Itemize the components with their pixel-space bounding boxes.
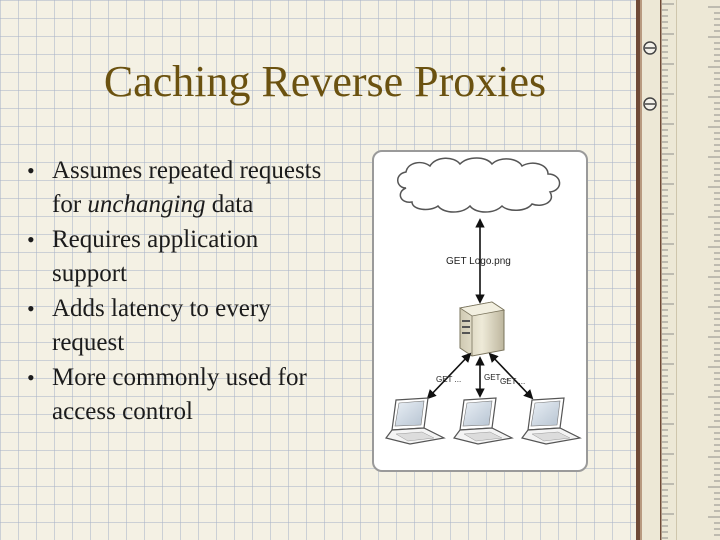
- bullet-dot: •: [27, 227, 35, 252]
- bullet-text: Requires application support: [52, 226, 259, 287]
- bullet-dot: •: [27, 365, 35, 390]
- client-request-label: GET ...: [500, 377, 525, 386]
- proxy-diagram: GET Logo.png GET ... GET ... GET ...: [372, 150, 588, 472]
- ruler-ticks: [662, 3, 720, 539]
- bullet-text: data: [205, 191, 254, 218]
- bullet-item: • Assumes repeated requests for unchangin…: [24, 154, 324, 222]
- slide-title: Caching Reverse Proxies: [103, 57, 547, 106]
- bullet-text: Assumes repeated requests for: [52, 157, 322, 218]
- arrow-proxy-client-1: [426, 352, 472, 400]
- laptop-icon: [452, 397, 514, 445]
- client-request-label: GET ...: [484, 373, 509, 382]
- laptop-icon: [520, 397, 582, 445]
- cloud-icon: [397, 157, 561, 213]
- bullet-item: • Requires application support: [24, 223, 324, 291]
- bullet-dot: •: [27, 296, 35, 321]
- laptop-icon: [384, 397, 446, 445]
- bullet-list: • Assumes repeated requests for unchangin…: [24, 154, 324, 430]
- ruler-decoration: [636, 0, 720, 540]
- top-request-label: GET Logo.png: [446, 256, 511, 267]
- client-request-label: GET ...: [436, 375, 461, 384]
- bullet-text: Adds latency to every request: [52, 295, 271, 356]
- server-icon: [458, 301, 506, 357]
- arrow-proxy-client-3: [488, 352, 534, 400]
- bullet-item: • More commonly used for access control: [24, 361, 324, 429]
- bullet-emphasis: unchanging: [87, 191, 206, 218]
- bullet-dot: •: [27, 158, 35, 183]
- bullet-text: More commonly used for access control: [52, 364, 307, 425]
- bullet-item: • Adds latency to every request: [24, 292, 324, 360]
